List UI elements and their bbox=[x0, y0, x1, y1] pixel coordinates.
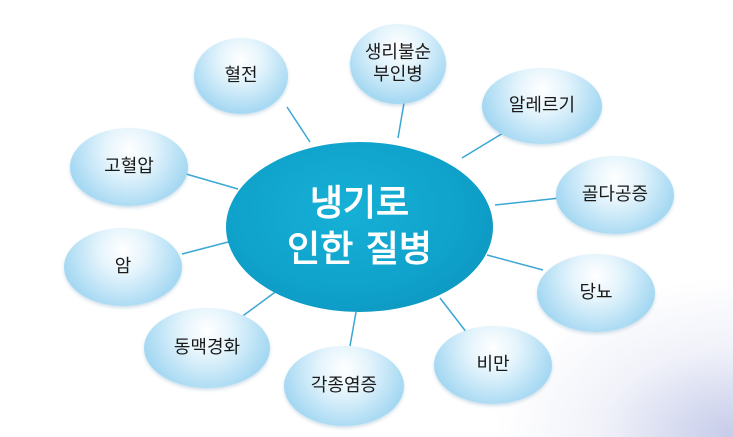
connector-hypertension bbox=[185, 173, 239, 190]
node-label: 동맥경화 bbox=[173, 337, 241, 358]
node-saengni-bueinbyeong: 생리불순 부인병 bbox=[350, 24, 446, 104]
central-topic-line1: 냉기로 bbox=[309, 183, 410, 224]
connector-inflammation bbox=[349, 311, 357, 347]
node-label: 알레르기 bbox=[508, 95, 576, 116]
node-cancer: 암 bbox=[64, 228, 182, 306]
connector-hyeoljeon bbox=[286, 106, 311, 143]
node-hypertension: 고혈압 bbox=[70, 128, 188, 206]
central-topic: 냉기로 인한 질병 bbox=[226, 142, 493, 312]
connector-arteriosclerosis bbox=[239, 289, 279, 319]
node-label-line1: 생리불순 bbox=[364, 42, 432, 63]
connector-osteoporosis bbox=[494, 197, 561, 206]
node-label: 각종염증 bbox=[310, 375, 378, 396]
node-hyeoljeon: 혈전 bbox=[194, 38, 288, 114]
node-label: 혈전 bbox=[224, 65, 258, 86]
node-label: 골다공증 bbox=[581, 184, 649, 205]
connector-allergy bbox=[461, 129, 509, 159]
connector-diabetes bbox=[486, 254, 544, 271]
node-inflammation: 각종염증 bbox=[284, 346, 404, 426]
connector-obesity bbox=[439, 297, 468, 334]
node-osteoporosis: 골다공증 bbox=[556, 156, 674, 234]
node-diabetes: 당뇨 bbox=[537, 254, 655, 332]
node-label: 암 bbox=[114, 256, 132, 277]
node-label: 고혈압 bbox=[104, 156, 154, 177]
node-arteriosclerosis: 동맥경화 bbox=[144, 308, 270, 388]
central-topic-line2: 인한 질병 bbox=[286, 229, 432, 270]
connector-cancer bbox=[181, 240, 233, 255]
node-label: 당뇨 bbox=[579, 282, 613, 303]
connector-saengni bbox=[397, 96, 406, 139]
node-allergy: 알레르기 bbox=[482, 68, 602, 144]
node-obesity: 비만 bbox=[434, 326, 552, 404]
node-label-line2: 부인병 bbox=[373, 64, 423, 85]
node-label: 비만 bbox=[476, 354, 510, 375]
